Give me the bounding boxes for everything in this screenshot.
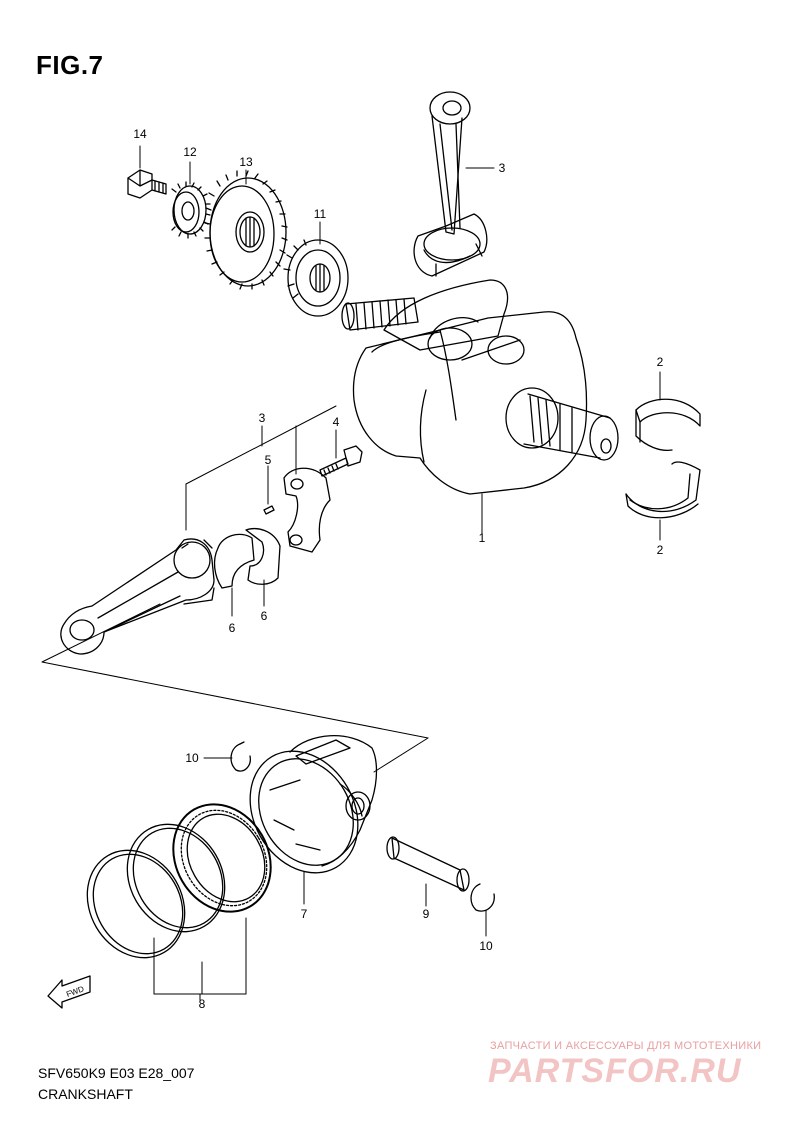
piston-part-7 — [249, 735, 378, 874]
piston-pin-part-9 — [386, 836, 470, 892]
callout-10-right: 10 — [479, 939, 493, 953]
section-title: CRANKSHAFT — [38, 1086, 133, 1102]
figure-title: FIG.7 — [36, 50, 104, 80]
callout-3-top: 3 — [499, 161, 506, 175]
watermark-brand: PARTSFOR.RU — [488, 1052, 742, 1090]
bearing-shell-part-2-bottom — [625, 461, 701, 519]
callout-4: 4 — [333, 415, 340, 429]
callout-2-top: 2 — [657, 355, 664, 369]
circlip-part-10-left — [230, 741, 251, 772]
callout-9: 9 — [423, 907, 430, 921]
fwd-arrow-icon — [47, 975, 91, 1009]
gear-washer-part-11 — [283, 239, 349, 317]
callout-8: 8 — [199, 997, 206, 1011]
flange-bolt-part-14 — [127, 169, 167, 199]
large-gear-part-13 — [204, 170, 288, 290]
callout-11: 11 — [314, 207, 327, 221]
callout-6-right: 6 — [261, 609, 268, 623]
callout-12: 12 — [183, 145, 197, 159]
watermark-subtitle: ЗАПЧАСТИ И АКСЕССУАРЫ ДЛЯ МОТОТЕХНИКИ — [490, 1040, 762, 1052]
callout-13: 13 — [239, 155, 253, 169]
callout-1: 1 — [479, 531, 486, 545]
callout-5: 5 — [265, 453, 272, 467]
connecting-rod-assembly-part-3 — [60, 445, 363, 655]
small-gear-part-12 — [171, 181, 211, 239]
callout-7: 7 — [301, 907, 308, 921]
piston-rings-part-8 — [86, 803, 272, 959]
callout-2-bottom: 2 — [657, 543, 664, 557]
callout-10-left: 10 — [185, 751, 199, 765]
model-code: SFV650K9 E03 E28_007 — [38, 1065, 195, 1081]
circlip-part-10-right — [470, 883, 495, 912]
connecting-rod-part-3-top — [413, 91, 488, 277]
callout-14: 14 — [133, 127, 147, 141]
callout-6-left: 6 — [229, 621, 236, 635]
callout-3-group: 3 — [259, 411, 266, 425]
leader-lines — [41, 145, 661, 1001]
bearing-shell-part-2-top — [635, 398, 701, 452]
crankshaft-part-1 — [341, 279, 619, 495]
